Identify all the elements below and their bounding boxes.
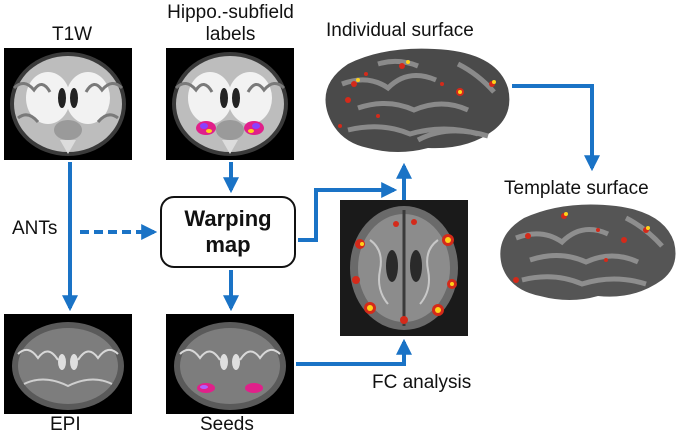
t1w-label: T1W	[52, 24, 93, 45]
epi-coronal-image	[4, 314, 132, 414]
t1w-coronal-image	[4, 48, 132, 160]
warping-map-box: Warping map	[160, 196, 296, 268]
arrow-seeds-to-fc	[296, 338, 412, 366]
warping-map-line2: map	[205, 232, 251, 257]
individual-surface-image	[325, 48, 510, 152]
hippo-subfield-image	[166, 48, 294, 160]
arrow-warping-to-surface	[298, 182, 398, 242]
hippo-label-line2: labels	[205, 24, 256, 45]
fc-axial-map-image	[340, 200, 468, 336]
warping-map-line1: Warping	[184, 206, 272, 231]
template-surface-label: Template surface	[504, 178, 649, 199]
epi-label: EPI	[50, 414, 81, 435]
hippo-label-line1: Hippo.-subfield	[167, 2, 294, 23]
arrow-individual-to-template	[512, 84, 600, 172]
seeds-coronal-image	[166, 314, 294, 414]
seeds-label: Seeds	[200, 414, 254, 435]
fc-analysis-label: FC analysis	[372, 372, 472, 393]
ants-label: ANTs	[12, 218, 58, 239]
template-surface-image	[500, 204, 676, 300]
individual-surface-label: Individual surface	[326, 20, 474, 41]
